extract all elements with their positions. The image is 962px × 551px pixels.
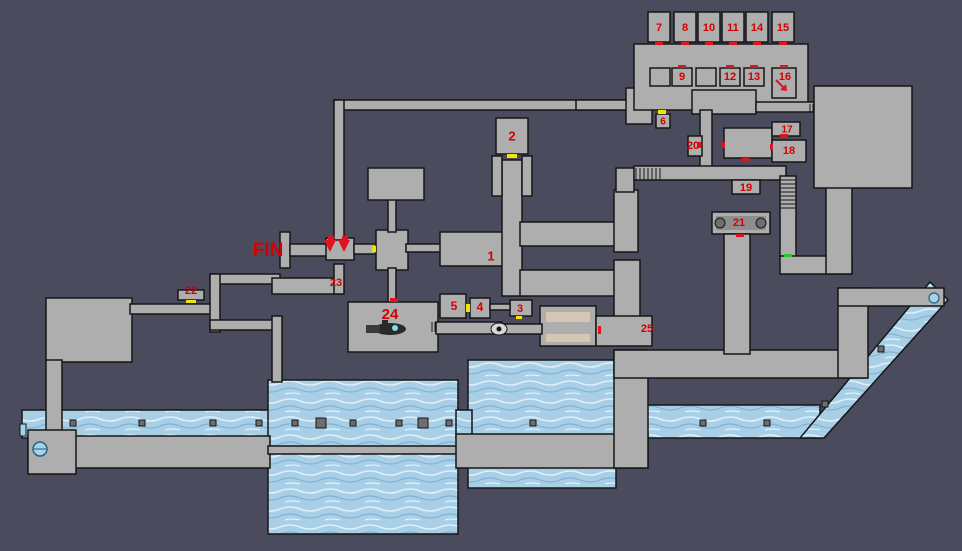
room-label-12: 12 [724, 71, 736, 83]
room-hub [375, 229, 409, 271]
room-label-22: 22 [185, 285, 197, 297]
corridor-loop-down [271, 315, 283, 383]
corridor-tube-right [501, 323, 543, 335]
room-21-node-right [755, 217, 767, 229]
water-diagonal-channel [798, 280, 950, 439]
submarine-icon [366, 320, 406, 335]
save-point-icon [928, 292, 940, 304]
room-label-21: 21 [733, 217, 745, 229]
corridor-ramp-top [837, 287, 945, 307]
save-point-icon [32, 441, 48, 457]
pod-icon [490, 322, 508, 336]
room-1-east-upper [613, 189, 639, 253]
room-25-tank-base [546, 334, 590, 342]
room-label-14: 14 [751, 22, 764, 34]
room-1-column [501, 159, 523, 297]
room-east-large [813, 85, 913, 189]
room-labels: 1 2 3 4 5 6 7 8 9 10 11 12 13 14 15 16 1… [185, 22, 795, 335]
room-details [69, 104, 885, 429]
room-18 [771, 139, 807, 163]
floor-areas [27, 11, 945, 475]
room-label-4: 4 [477, 300, 484, 314]
corridor-west-vertical [45, 359, 63, 441]
corridor-hub-1 [405, 243, 443, 253]
corridor-1-lower [519, 269, 617, 297]
corridor-1-upper [519, 221, 617, 247]
room-label-6: 6 [660, 117, 666, 128]
corridor-complex-east [755, 101, 815, 113]
room-2-pillar-left [491, 155, 503, 197]
door-icon [390, 42, 788, 334]
corridor-loop-bottom [209, 319, 283, 331]
fin-exit-hall [289, 243, 331, 257]
corridor-lower-bridge [267, 445, 459, 455]
room-label-23: 23 [330, 277, 342, 289]
room-label-24: 24 [382, 306, 399, 323]
corridor-loop-left [209, 273, 221, 333]
corridor-west-link [129, 303, 213, 315]
room-label-17: 17 [781, 125, 793, 136]
room-2-pillar-right [521, 155, 533, 197]
room-label-2: 2 [508, 128, 515, 143]
corridor-3-4 [489, 303, 511, 311]
room-21-inner [716, 216, 766, 230]
room-hub-north [367, 167, 425, 201]
water-pool-left [267, 379, 459, 535]
room-label-13: 13 [748, 71, 760, 83]
room-label-19: 19 [740, 182, 752, 194]
room-label-18: 18 [783, 145, 795, 157]
room-21-node-left [714, 217, 726, 229]
room-label-15: 15 [777, 22, 789, 34]
corridor-hub-up [387, 197, 397, 233]
item-arrow-icon [775, 79, 787, 91]
room-2 [495, 117, 529, 155]
room-20 [687, 135, 703, 157]
room-19 [731, 179, 761, 195]
room-label-9: 9 [679, 71, 685, 83]
room-label-10: 10 [703, 22, 715, 34]
corridor-east-up [825, 185, 853, 275]
water-channel-right [639, 404, 821, 439]
door-icon [784, 254, 792, 257]
door-icon [186, 110, 666, 319]
room-label-7: 7 [656, 22, 662, 34]
room-25-tank-inner [546, 312, 590, 322]
corridor-complex-bottom [633, 165, 787, 181]
room-label-11: 11 [727, 22, 739, 34]
corridor-25 [595, 315, 653, 347]
corridor-21-down [723, 233, 751, 355]
room-label-5: 5 [451, 299, 458, 313]
doors [186, 42, 792, 334]
stairs-complex [431, 104, 814, 332]
room-complex-mid [723, 127, 773, 159]
corridor-fin-vertical [333, 263, 345, 295]
room-west-large [45, 297, 133, 363]
room-label-8: 8 [682, 22, 688, 34]
room-label-3: 3 [517, 303, 523, 315]
west-gate-icon [19, 423, 27, 437]
water-pillars [69, 345, 885, 429]
cell-lower-b [695, 67, 717, 87]
cell-lower-a [649, 67, 671, 87]
room-label-20: 20 [687, 140, 699, 152]
room-label-25: 25 [641, 323, 653, 335]
room-label-16: 16 [779, 71, 791, 83]
water-areas [21, 280, 950, 535]
exit-arrow-icon [324, 236, 350, 252]
exit-label-fin: FIN [253, 240, 284, 261]
water-pool-middle [467, 359, 617, 489]
corridor-top-down [333, 99, 345, 241]
corridor-1-east-link [615, 167, 635, 193]
cell-16 [771, 67, 797, 99]
room-label-1: 1 [487, 248, 494, 263]
